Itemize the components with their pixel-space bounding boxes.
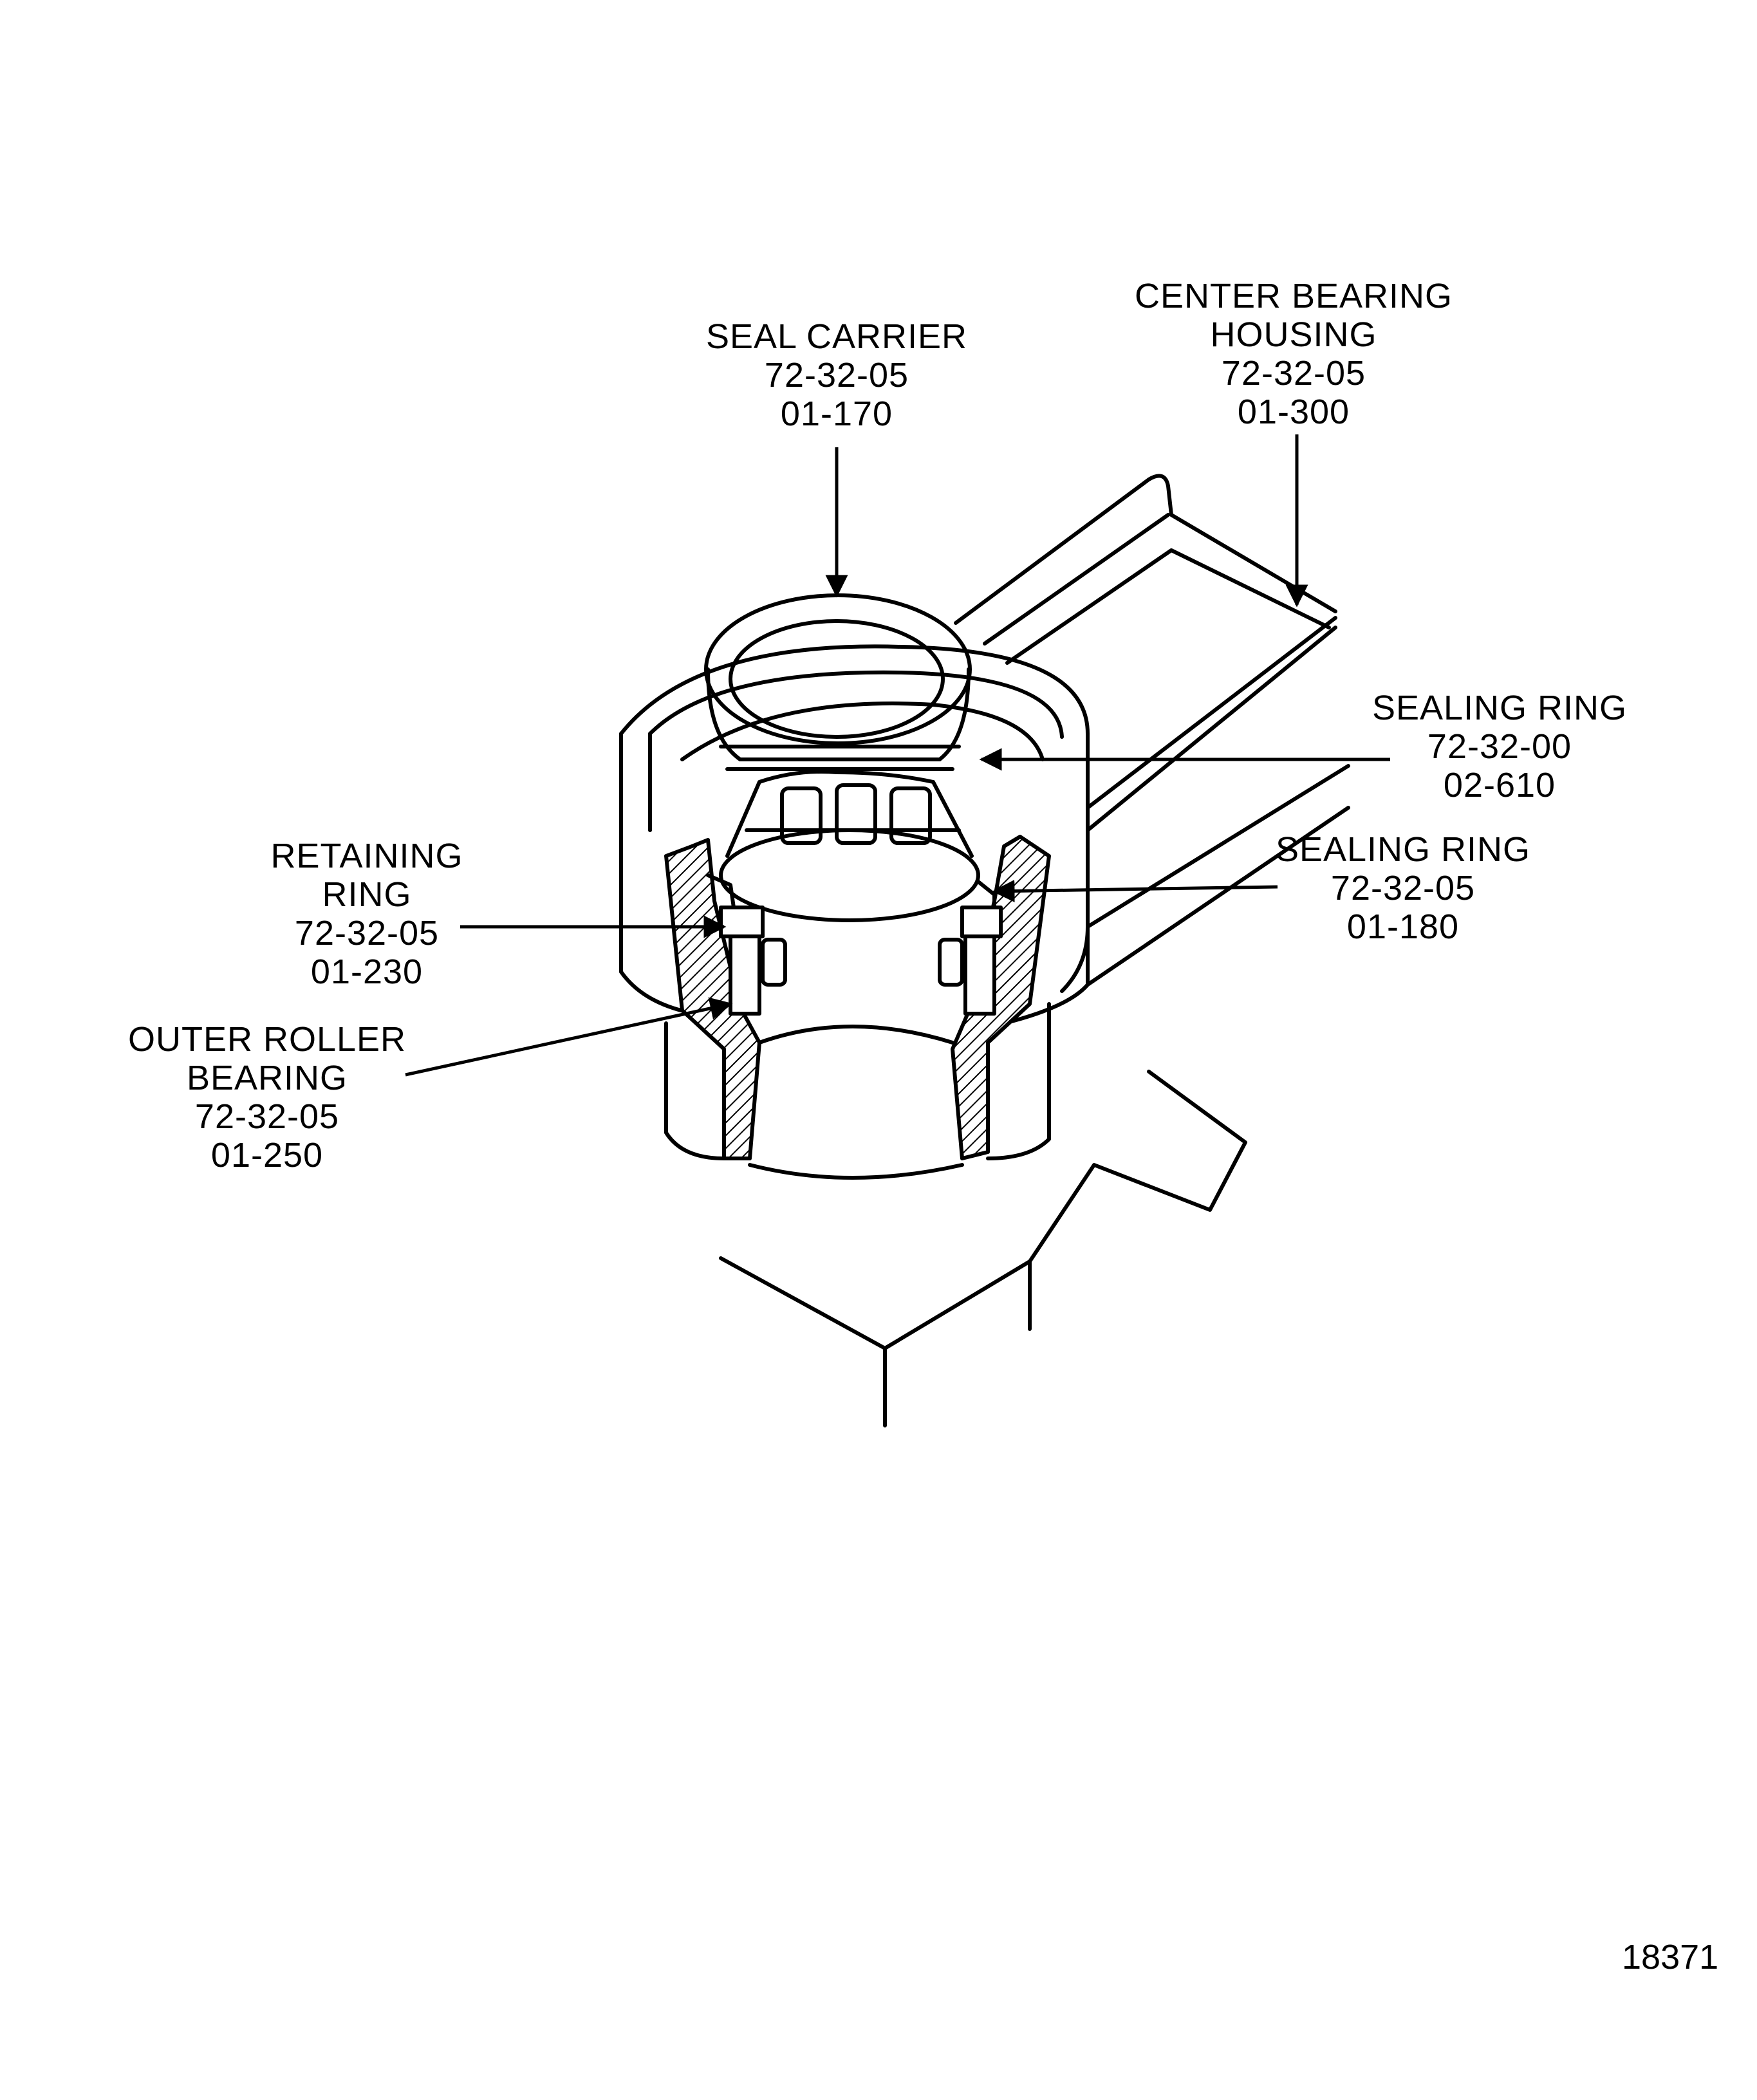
sealing-ring-upper-chapter: 72-32-00 — [1427, 727, 1572, 766]
label-outer-roller-bearing: OUTER ROLLER BEARING 72-32-05 01-250 — [116, 1020, 418, 1175]
outer-roller-bearing-chapter: 72-32-05 — [194, 1097, 340, 1136]
left-section — [664, 838, 787, 1160]
lower-bore — [664, 1002, 1051, 1180]
center-bearing-housing-name-1: CENTER BEARING — [1134, 277, 1453, 315]
seal-carrier-name: SEAL CARRIER — [705, 317, 968, 356]
retaining-ring-name-2: RING — [322, 875, 412, 914]
center-bearing-housing-item: 01-300 — [1237, 393, 1350, 431]
support-structure — [719, 1070, 1247, 1427]
label-retaining-ring: RETAINING RING 72-32-05 01-230 — [245, 837, 489, 991]
sealing-ring-lower-name: SEALING RING — [1275, 830, 1531, 869]
seal-carrier-shape — [704, 593, 972, 771]
center-bearing-housing-chapter: 72-32-05 — [1221, 354, 1366, 393]
sealing-ring-upper-name: SEALING RING — [1371, 689, 1628, 727]
right-section — [938, 835, 1051, 1160]
sealing-ring-upper-item: 02-610 — [1443, 766, 1556, 804]
leader-outer-roller-bearing — [405, 997, 733, 1077]
figure-number: 18371 — [1622, 1938, 1719, 1976]
rollers — [719, 770, 980, 922]
retaining-ring-item: 01-230 — [310, 952, 423, 991]
label-seal-carrier: SEAL CARRIER 72-32-05 01-170 — [702, 317, 972, 433]
sealing-ring-lower-chapter: 72-32-05 — [1330, 869, 1476, 907]
label-sealing-ring-upper: SEALING RING 72-32-00 02-610 — [1358, 689, 1641, 804]
retaining-ring-chapter: 72-32-05 — [294, 914, 440, 952]
sealing-ring-lower-item: 01-180 — [1346, 907, 1460, 946]
leader-sealing-ring-lower — [992, 880, 1278, 902]
outer-roller-bearing-name-2: BEARING — [186, 1059, 348, 1097]
label-sealing-ring-lower: SEALING RING 72-32-05 01-180 — [1261, 830, 1545, 946]
outer-roller-bearing-item: 01-250 — [210, 1136, 324, 1175]
seal-carrier-item: 01-170 — [780, 395, 893, 433]
outer-roller-bearing-name-1: OUTER ROLLER — [127, 1020, 407, 1059]
center-bearing-housing-name-2: HOUSING — [1210, 315, 1377, 354]
seal-carrier-chapter: 72-32-05 — [764, 356, 909, 395]
label-center-bearing-housing: CENTER BEARING HOUSING 72-32-05 01-300 — [1120, 277, 1467, 431]
retaining-ring-name-1: RETAINING — [270, 837, 463, 875]
